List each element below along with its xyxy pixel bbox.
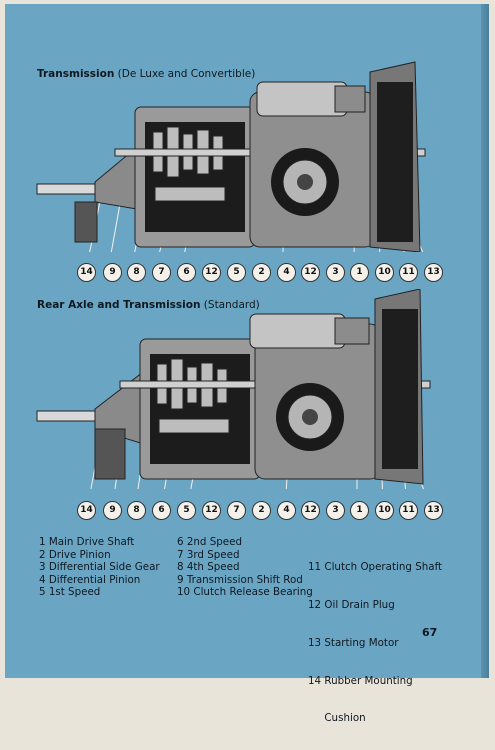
- legend-item: 4 Differential Pinion: [39, 573, 141, 586]
- callout-label: 14: [77, 263, 96, 282]
- callout-label: 9: [103, 263, 122, 282]
- legend-item: 9 Transmission Shift Rod: [177, 573, 303, 586]
- callout-label: 9: [103, 501, 122, 520]
- manual-page: Transmission (De Luxe and Convertible): [5, 4, 489, 724]
- legend-column-2: 6 2nd Speed 7 3rd Speed 8 4th Speed 9 Tr…: [177, 536, 313, 599]
- callout-label: 4: [277, 501, 296, 520]
- callout-label: 12: [202, 501, 221, 520]
- callout-label: 8: [127, 501, 146, 520]
- legend-item: 13 Starting Motor: [308, 636, 399, 649]
- callout-label: 7: [152, 263, 171, 282]
- legend-item: Cushion: [308, 712, 366, 725]
- callout-label: 14: [77, 501, 96, 520]
- callout-label: 1: [350, 263, 369, 282]
- legend-column-1: 1 Main Drive Shaft 2 Drive Pinion 3 Diff…: [39, 536, 160, 599]
- legend-item: 3 Differential Side Gear: [39, 561, 160, 574]
- legend-item: 6 2nd Speed: [177, 536, 242, 548]
- callout-row-rear-axle: 14 9 8 6 5 12 7 2 4 12 3 1 10 11 13: [5, 501, 489, 523]
- callout-label: 6: [152, 501, 171, 520]
- callout-row-transmission: 14 9 8 7 6 12 5 2 4 12 3 1 10 11 13: [5, 263, 489, 285]
- callout-label: 1: [350, 501, 369, 520]
- callout-label: 12: [301, 263, 320, 282]
- callout-label: 4: [277, 263, 296, 282]
- callout-label: 6: [177, 263, 196, 282]
- callout-label: 3: [326, 501, 345, 520]
- legend-item: 14 Rubber Mounting: [308, 674, 413, 687]
- callout-label: 10: [375, 263, 394, 282]
- legend-item: 5 1st Speed: [39, 586, 101, 599]
- page-number: 67: [422, 626, 438, 639]
- callout-label: 12: [301, 501, 320, 520]
- callout-label: 11: [399, 263, 418, 282]
- legend-item: 10 Clutch Release Bearing: [177, 586, 313, 599]
- callout-label: 13: [424, 501, 443, 520]
- section-title-transmission: Transmission (De Luxe and Convertible): [37, 68, 256, 80]
- legend-item: 12 Oil Drain Plug: [308, 598, 395, 611]
- page-spine-shadow: [481, 4, 489, 678]
- callout-label: 5: [177, 501, 196, 520]
- callout-label: 2: [252, 501, 271, 520]
- legend-column-3: 11 Clutch Operating Shaft 12 Oil Drain P…: [308, 536, 442, 750]
- legend-item: 7 3rd Speed: [177, 548, 240, 561]
- legend-item: 11 Clutch Operating Shaft: [308, 561, 443, 574]
- callout-label: 3: [326, 263, 345, 282]
- section-title-rear-axle: Rear Axle and Transmission (Standard): [37, 299, 260, 311]
- callout-label: 2: [252, 263, 271, 282]
- callout-label: 5: [227, 263, 246, 282]
- legend-item: 2 Drive Pinion: [39, 548, 111, 561]
- legend-item: 8 4th Speed: [177, 561, 240, 574]
- callout-label: 7: [227, 501, 246, 520]
- legend-item: 1 Main Drive Shaft: [39, 536, 135, 548]
- rear-axle-cutaway-illustration: [35, 288, 451, 511]
- callout-label: 12: [202, 263, 221, 282]
- callout-label: 8: [127, 263, 146, 282]
- transmission-cutaway-illustration: [35, 52, 451, 266]
- callout-label: 13: [424, 263, 443, 282]
- callout-label: 10: [375, 501, 394, 520]
- callout-label: 11: [399, 501, 418, 520]
